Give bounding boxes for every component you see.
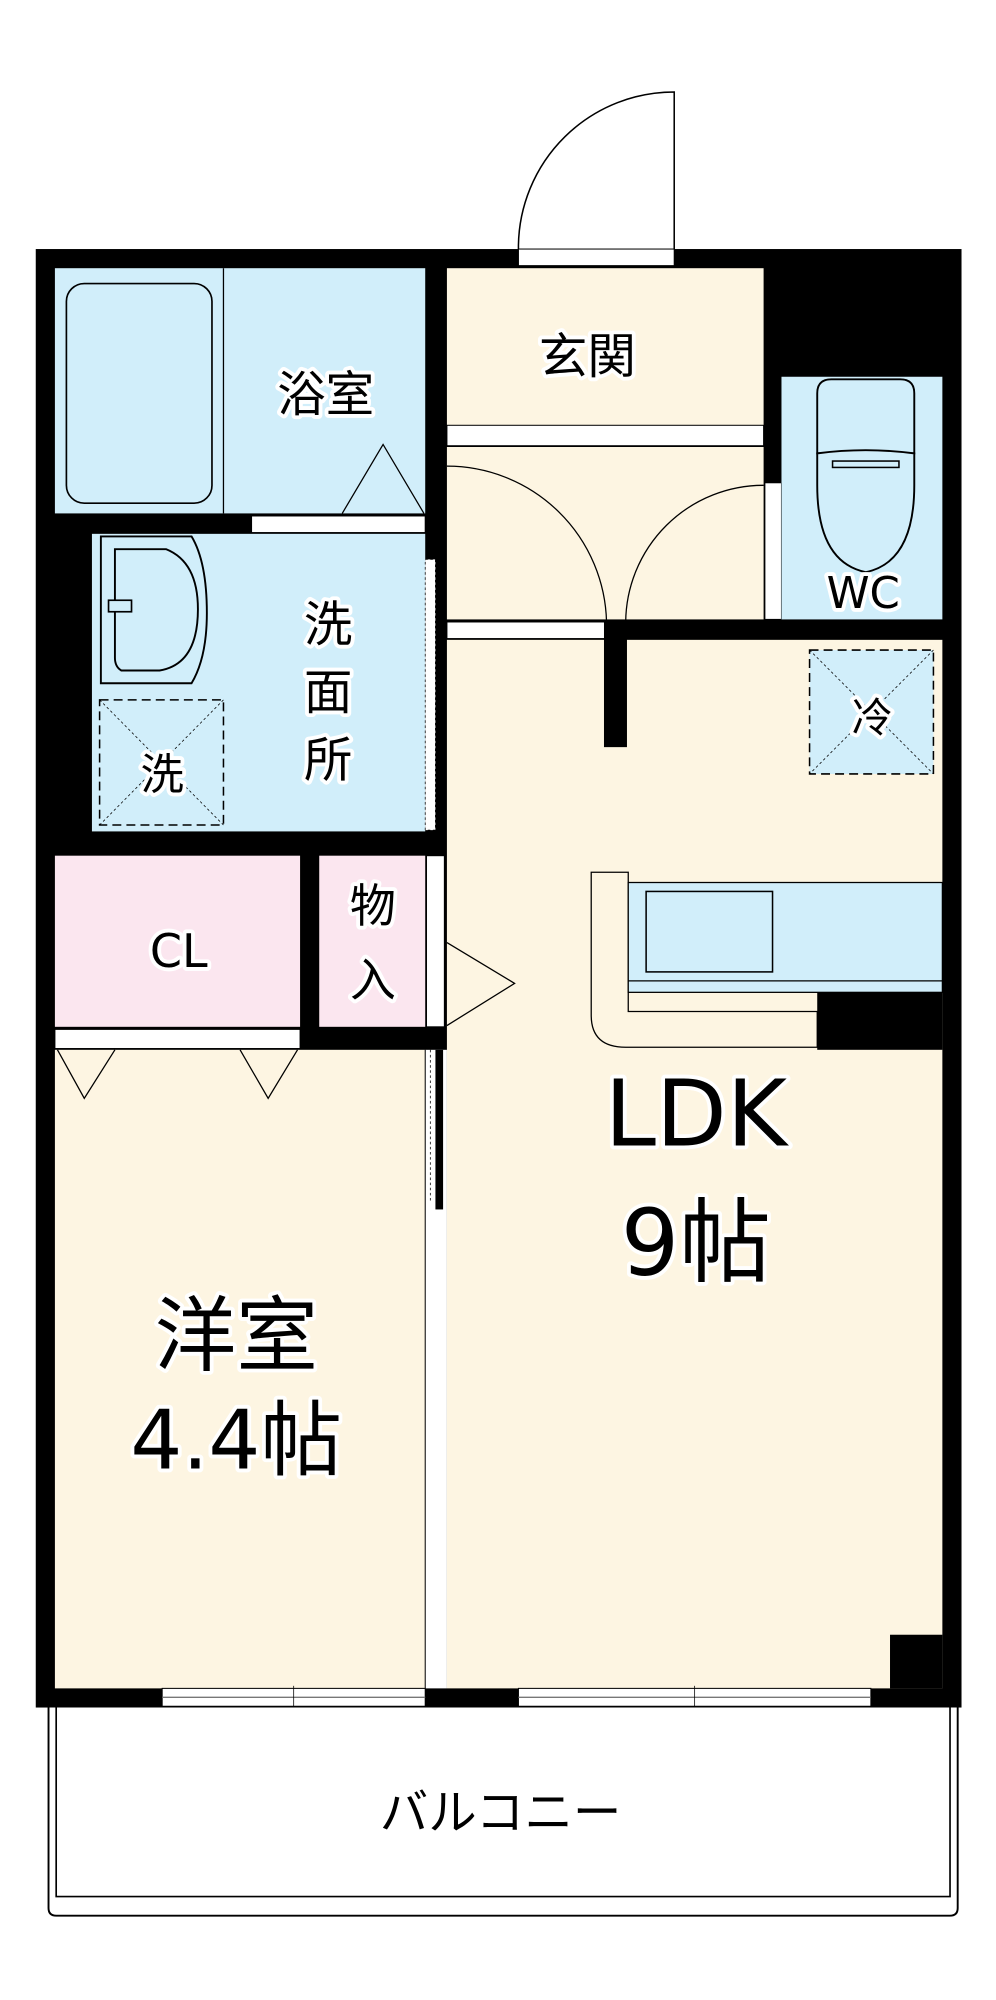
storage-label-1: 物 (350, 879, 396, 933)
wc-door (764, 482, 782, 620)
closet-label: CL (150, 924, 208, 978)
entrance (446, 268, 764, 426)
hall-door-left-swing (446, 465, 608, 622)
ldk (446, 639, 943, 1689)
western-window (161, 1685, 426, 1712)
ldk-size: 9帖 (621, 1190, 771, 1297)
bath-label: 浴室 (277, 367, 374, 423)
washer-space: 洗 (98, 699, 225, 826)
closet-door (54, 1028, 301, 1050)
bathtub-icon (65, 282, 213, 505)
entrance-step (446, 424, 765, 447)
ldk-corner-column (890, 1634, 943, 1689)
washroom-label-1: 洗 (304, 597, 353, 653)
fridge-space: 冷 (808, 649, 935, 775)
washroom-label-2: 面 (304, 665, 353, 721)
balcony-label: バルコニー (380, 1785, 622, 1841)
entrance-sill (517, 248, 675, 267)
western-room-size: 4.4帖 (130, 1394, 342, 1489)
washroom-label-3: 所 (304, 732, 353, 788)
washroom-sliding-door (424, 559, 436, 831)
washer-label: 洗 (140, 750, 183, 800)
sink-icon (645, 890, 774, 973)
hall-ldk-door (446, 621, 608, 640)
entrance-door (517, 91, 675, 250)
storage-label-2: 入 (350, 953, 396, 1007)
western-room-label: 洋室 (155, 1289, 318, 1384)
fridge-label: 冷 (852, 694, 893, 742)
western-ldk-sliding-door (425, 1049, 447, 1689)
balcony: バルコニー (47, 1707, 959, 1917)
bath-door (251, 515, 426, 534)
door-swing-triangle-icon (341, 443, 425, 514)
ldk-label: LDK (605, 1061, 790, 1168)
storage (319, 855, 426, 1027)
closet-door-triangle-icon (56, 1049, 299, 1100)
storage-door-triangle-icon (446, 941, 516, 1027)
wc-label: WC (827, 569, 900, 619)
entrance-label: 玄関 (539, 329, 636, 385)
hall-door-right-swing (625, 484, 764, 622)
closet (54, 855, 301, 1027)
ldk-wall-stub (603, 621, 627, 748)
ldk-window (517, 1685, 872, 1712)
toilet-icon (816, 378, 916, 574)
storage-door (425, 855, 445, 1028)
kitchen-counter (590, 871, 944, 1050)
western-room (54, 1049, 426, 1689)
